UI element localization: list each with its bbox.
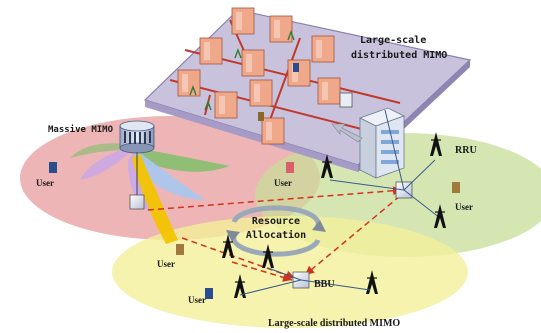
- phone-icon: [286, 162, 294, 173]
- user-label-center: User: [274, 178, 292, 188]
- bbu-label: BBU: [314, 279, 335, 290]
- antenna-towers: [222, 132, 446, 298]
- server-rack-icon: [358, 107, 406, 179]
- antenna-tower-icon: [366, 270, 378, 294]
- phone-icon: [258, 112, 264, 121]
- large-scale-bottom-label: Large-scale distributed MIMO: [268, 318, 400, 329]
- massive-mimo-beams: [70, 143, 230, 244]
- antenna-tower-icon: [430, 132, 442, 156]
- antenna-tower-icon: [262, 244, 274, 268]
- rru-links: [329, 109, 441, 219]
- user-label-left: User: [36, 178, 54, 188]
- sync-arrows-icon: [226, 205, 326, 257]
- phone-icon: [293, 63, 299, 72]
- phone-icon: [205, 288, 213, 299]
- massive-mimo-array-icon: [119, 120, 155, 210]
- antenna-tower-icon: [321, 154, 333, 178]
- large-scale-top-label-line1: Large-scale: [360, 35, 426, 46]
- massive-mimo-label: Massive MIMO: [48, 124, 114, 135]
- phone-icon: [49, 162, 57, 173]
- resource-links: [147, 186, 403, 282]
- user-label-bottom: User: [188, 295, 206, 305]
- backhaul-link-arrow: [331, 123, 363, 143]
- phone-icon: [176, 244, 184, 255]
- antenna-tower-icon: [434, 204, 446, 228]
- router-icon: [129, 194, 145, 210]
- phone-icon: [452, 182, 460, 193]
- resource-allocation-label-line1: Resource: [252, 216, 300, 227]
- resource-allocation-label-line2: Allocation: [246, 229, 306, 241]
- rru-label: RRU: [455, 145, 477, 156]
- bbu-links: [239, 267, 371, 296]
- large-scale-top-label-line2: distributed MIMO: [351, 49, 447, 61]
- antenna-tower-icon: [222, 234, 234, 258]
- user-label-right: User: [455, 202, 473, 212]
- user-label-yellow-left: User: [157, 259, 175, 269]
- router-icon: [339, 92, 353, 108]
- antenna-tower-icon: [234, 274, 246, 298]
